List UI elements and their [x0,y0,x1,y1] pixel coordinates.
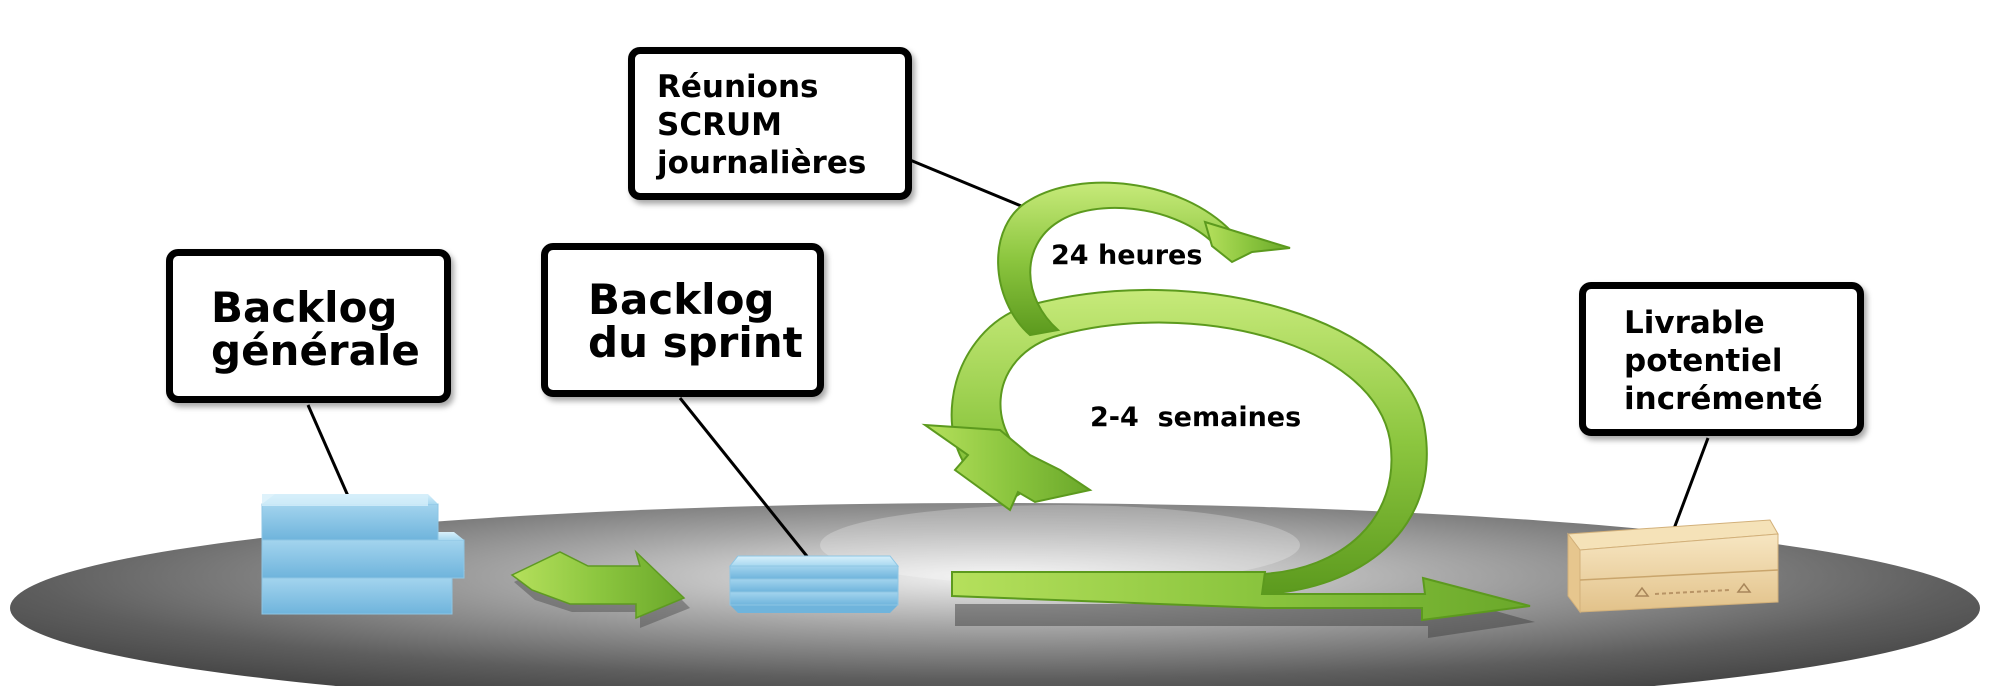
increment-label-line-2: potentiel [1624,343,1783,379]
increment-label-box: Livrable potentiel incrémenté [1579,282,1864,436]
increment-box-icon [1567,519,1779,614]
platform-highlight [820,505,1300,585]
product-backlog-stack-icon [261,494,465,615]
daily-scrum-label-line-1: Réunions [657,69,819,105]
sprint-backlog-label-box: Backlog du sprint [541,243,824,397]
sprint-backlog-label-line-2: du sprint [588,318,803,367]
sprint-cycle-label: 2-4 semaines [1090,402,1302,433]
daily-scrum-label-line-2: SCRUM [657,107,782,143]
sprint-backlog-label-line-1: Backlog [588,275,775,324]
arrow-to-sprint-backlog-icon [510,549,690,628]
connector-sprint-backlog [678,397,820,571]
daily-cycle-label: 24 heures [1051,240,1203,271]
product-backlog-label-line-2: générale [211,326,420,375]
daily-scrum-label-line-3: journalières [657,145,867,181]
daily-cycle-arrow-icon [997,181,1291,337]
increment-label-line-1: Livrable [1624,305,1765,341]
sprint-backlog-stack-icon [728,555,900,613]
connector-increment [1670,437,1710,535]
daily-scrum-label-box: Réunions SCRUM journalières [628,47,912,200]
product-backlog-label-box: Backlog générale [166,249,451,403]
connector-product-backlog [306,404,350,497]
sprint-cycle-arrow-icon [921,288,1535,638]
increment-label-line-3: incrémenté [1624,381,1823,417]
product-backlog-label-line-1: Backlog [211,283,398,332]
